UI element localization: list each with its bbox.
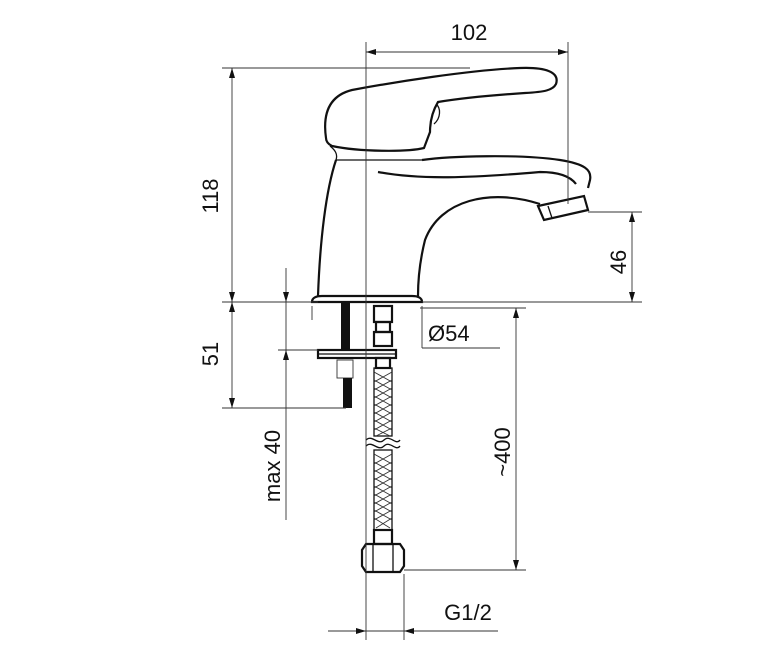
label-g12: G1/2 — [444, 600, 492, 625]
faucet-body — [310, 66, 592, 304]
supply-hose — [360, 304, 406, 574]
dim-spout-46 — [422, 211, 642, 303]
dim-thread-g12 — [328, 574, 498, 640]
dim-hose-400 — [404, 307, 526, 571]
dim-width-102 — [366, 42, 569, 204]
label-max-40: max 40 — [260, 430, 285, 502]
label-102: 102 — [451, 20, 488, 45]
label-400: ~400 — [490, 427, 515, 477]
label-diameter-54: Ø54 — [428, 321, 470, 346]
dim-max-40 — [278, 268, 318, 520]
dim-below-deck-51 — [222, 302, 346, 409]
dim-diameter-54 — [311, 306, 500, 349]
label-118: 118 — [198, 178, 223, 213]
dim-height-118 — [222, 67, 470, 303]
mounting-assembly — [316, 303, 398, 408]
label-51: 51 — [198, 342, 223, 366]
label-46: 46 — [606, 250, 631, 274]
